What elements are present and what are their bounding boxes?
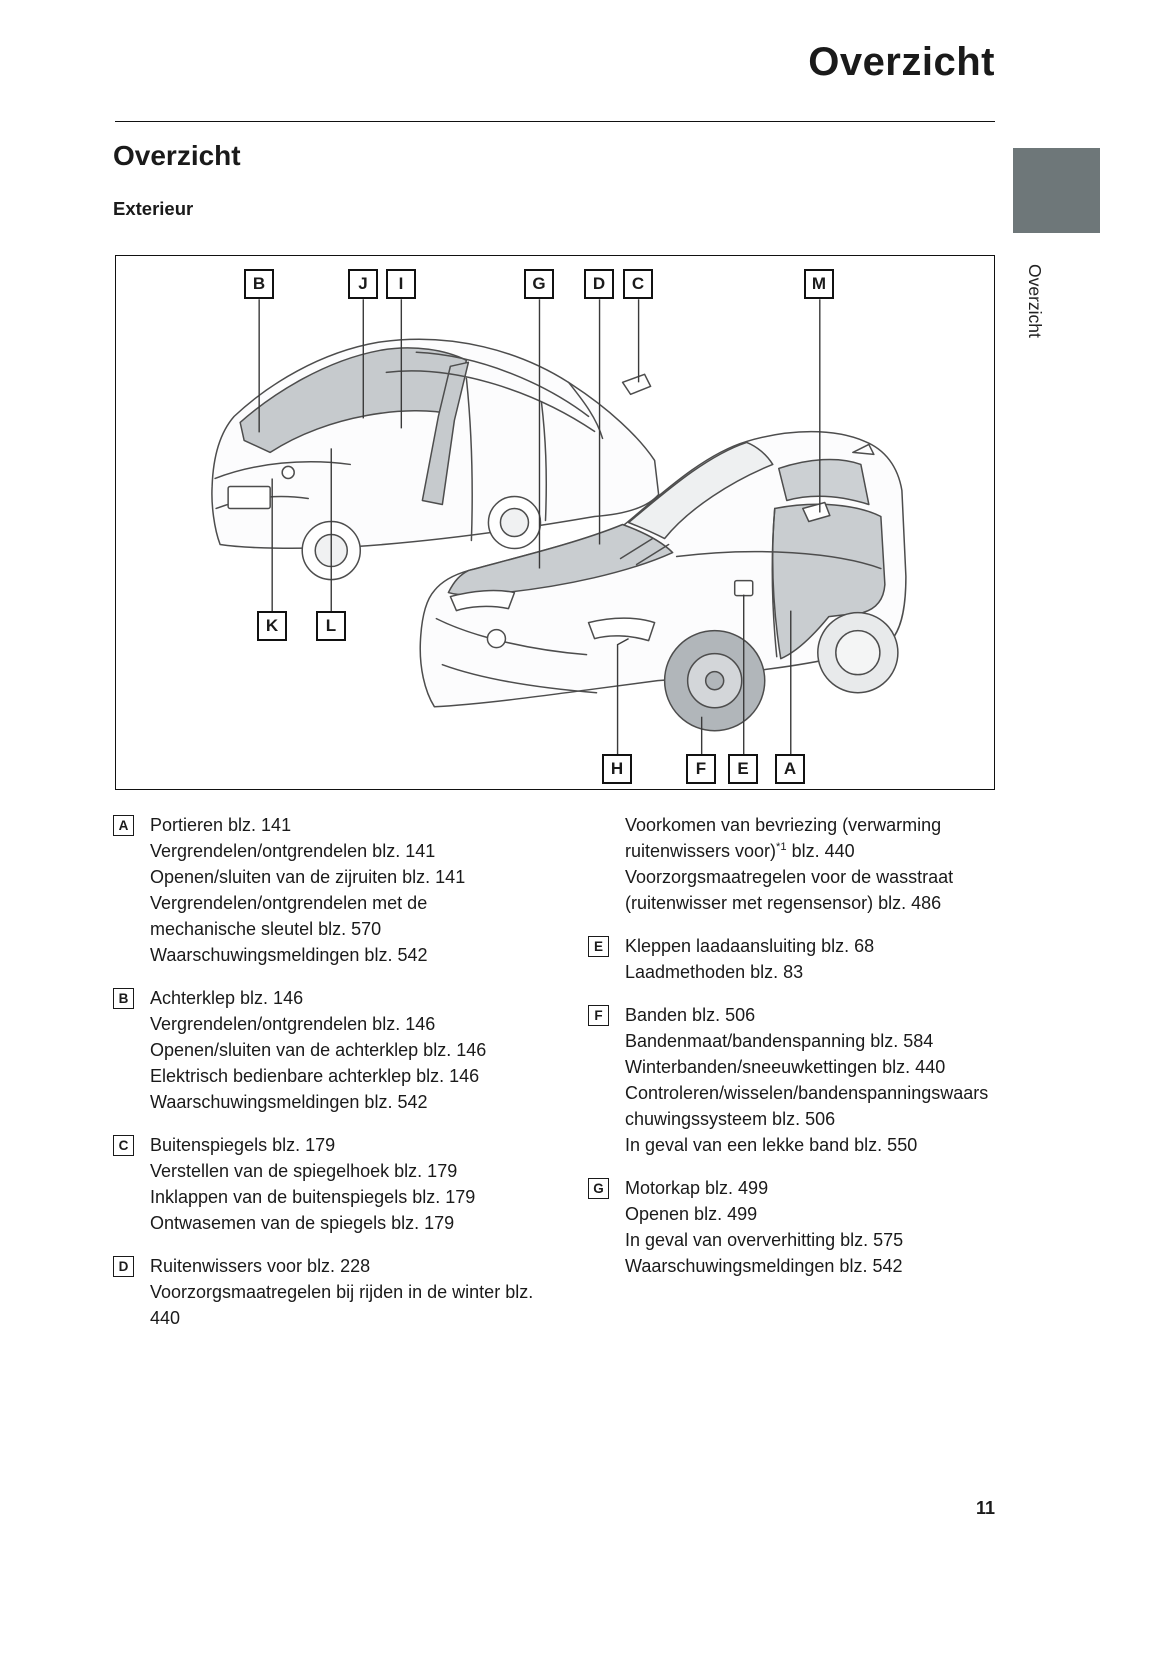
section-title: Overzicht	[113, 140, 241, 171]
legend-entry: In geval van oververhitting blz. 575	[625, 1230, 904, 1250]
diagram-label-E: E	[728, 754, 758, 784]
legend-entry: Openen/sluiten van de achterklep blz. 14…	[150, 1040, 487, 1060]
front-car-illustration	[419, 430, 907, 732]
page-number: 11	[975, 1498, 995, 1518]
page-header-title: Overzicht	[808, 40, 995, 84]
legend-entry: Vergrendelen/ontgrendelen blz. 146	[150, 1014, 436, 1034]
legend-entry: Laadmethoden blz. 83	[625, 962, 804, 982]
legend-entry: Kleppen laadaansluiting blz. 68	[625, 936, 875, 956]
diagram-label-B: B	[244, 269, 274, 299]
legend-column-right: Voorkomen van bevriezing (verwarming rui…	[588, 812, 995, 1296]
diagram-label-H: H	[602, 754, 632, 784]
diagram-label-I: I	[386, 269, 416, 299]
diagram-label-G: G	[524, 269, 554, 299]
legend-block-e: E Kleppen laadaansluiting blz. 68 Laadmeth…	[588, 933, 995, 985]
diagram-label-D: D	[584, 269, 614, 299]
legend-entry: Ruitenwissers voor blz. 228	[150, 1256, 371, 1276]
legend-letter-c: C	[113, 1135, 134, 1156]
legend-entry: Openen/sluiten van de zijruiten blz. 141	[150, 867, 466, 887]
legend-entry: Ontwasemen van de spiegels blz. 179	[150, 1213, 455, 1233]
diagram-label-F: F	[686, 754, 716, 784]
legend-entry: Waarschuwingsmeldingen blz. 542	[150, 945, 428, 965]
legend-entry: Achterklep blz. 146	[150, 988, 304, 1008]
legend-letter-b: B	[113, 988, 134, 1009]
legend-letter-f: F	[588, 1005, 609, 1026]
legend-entry: Bandenmaat/bandenspanning blz. 584	[625, 1031, 934, 1051]
diagram-label-J: J	[348, 269, 378, 299]
legend-entry: Elektrisch bedienbare achterklep blz. 14…	[150, 1066, 480, 1086]
legend-letter-g: G	[588, 1178, 609, 1199]
legend-entry: Voorzorgsmaatregelen bij rijden in de wi…	[150, 1282, 534, 1328]
chapter-tab	[1013, 148, 1100, 233]
diagram-label-A: A	[775, 754, 805, 784]
exterior-diagram-art	[211, 299, 907, 755]
legend-letter-d: D	[113, 1256, 134, 1277]
header-rule	[115, 121, 995, 122]
legend-entry: Waarschuwingsmeldingen blz. 542	[625, 1256, 903, 1276]
legend-entry: Controleren/wisselen/bandenspanningswaar…	[625, 1083, 989, 1129]
legend-entry: Waarschuwingsmeldingen blz. 542	[150, 1092, 428, 1112]
legend-entry: Openen blz. 499	[625, 1204, 758, 1224]
leader-lines	[258, 299, 821, 755]
legend-entry: Voorzorgsmaatregelen voor de wasstraat (…	[625, 867, 954, 913]
sidebar-vertical-label: Overzicht	[1025, 264, 1045, 338]
legend-entry: Verstellen van de spiegelhoek blz. 179	[150, 1161, 458, 1181]
legend-entry: Motorkap blz. 499	[625, 1178, 769, 1198]
legend-entry: Voorkomen van bevriezing (verwarming rui…	[625, 815, 942, 861]
legend-entry: Inklappen van de buitenspiegels blz. 179	[150, 1187, 476, 1207]
legend-entry: Vergrendelen/ontgrendelen blz. 141	[150, 841, 436, 861]
legend-entry: Banden blz. 506	[625, 1005, 756, 1025]
legend-letter-a: A	[113, 815, 134, 836]
subsection-title: Exterieur	[113, 198, 194, 219]
legend-entry: Vergrendelen/ontgrendelen met de mechani…	[150, 893, 428, 939]
diagram-label-L: L	[316, 611, 346, 641]
legend-letter-e: E	[588, 936, 609, 957]
legend-block-continued: Voorkomen van bevriezing (verwarming rui…	[588, 812, 995, 916]
diagram-label-C: C	[623, 269, 653, 299]
diagram-label-K: K	[257, 611, 287, 641]
legend-entry: Buitenspiegels blz. 179	[150, 1135, 336, 1155]
legend-entry: Portieren blz. 141	[150, 815, 292, 835]
legend-entry: Winterbanden/sneeuwkettingen blz. 440	[625, 1057, 946, 1077]
legend-entry: In geval van een lekke band blz. 550	[625, 1135, 918, 1155]
diagram-label-M: M	[804, 269, 834, 299]
